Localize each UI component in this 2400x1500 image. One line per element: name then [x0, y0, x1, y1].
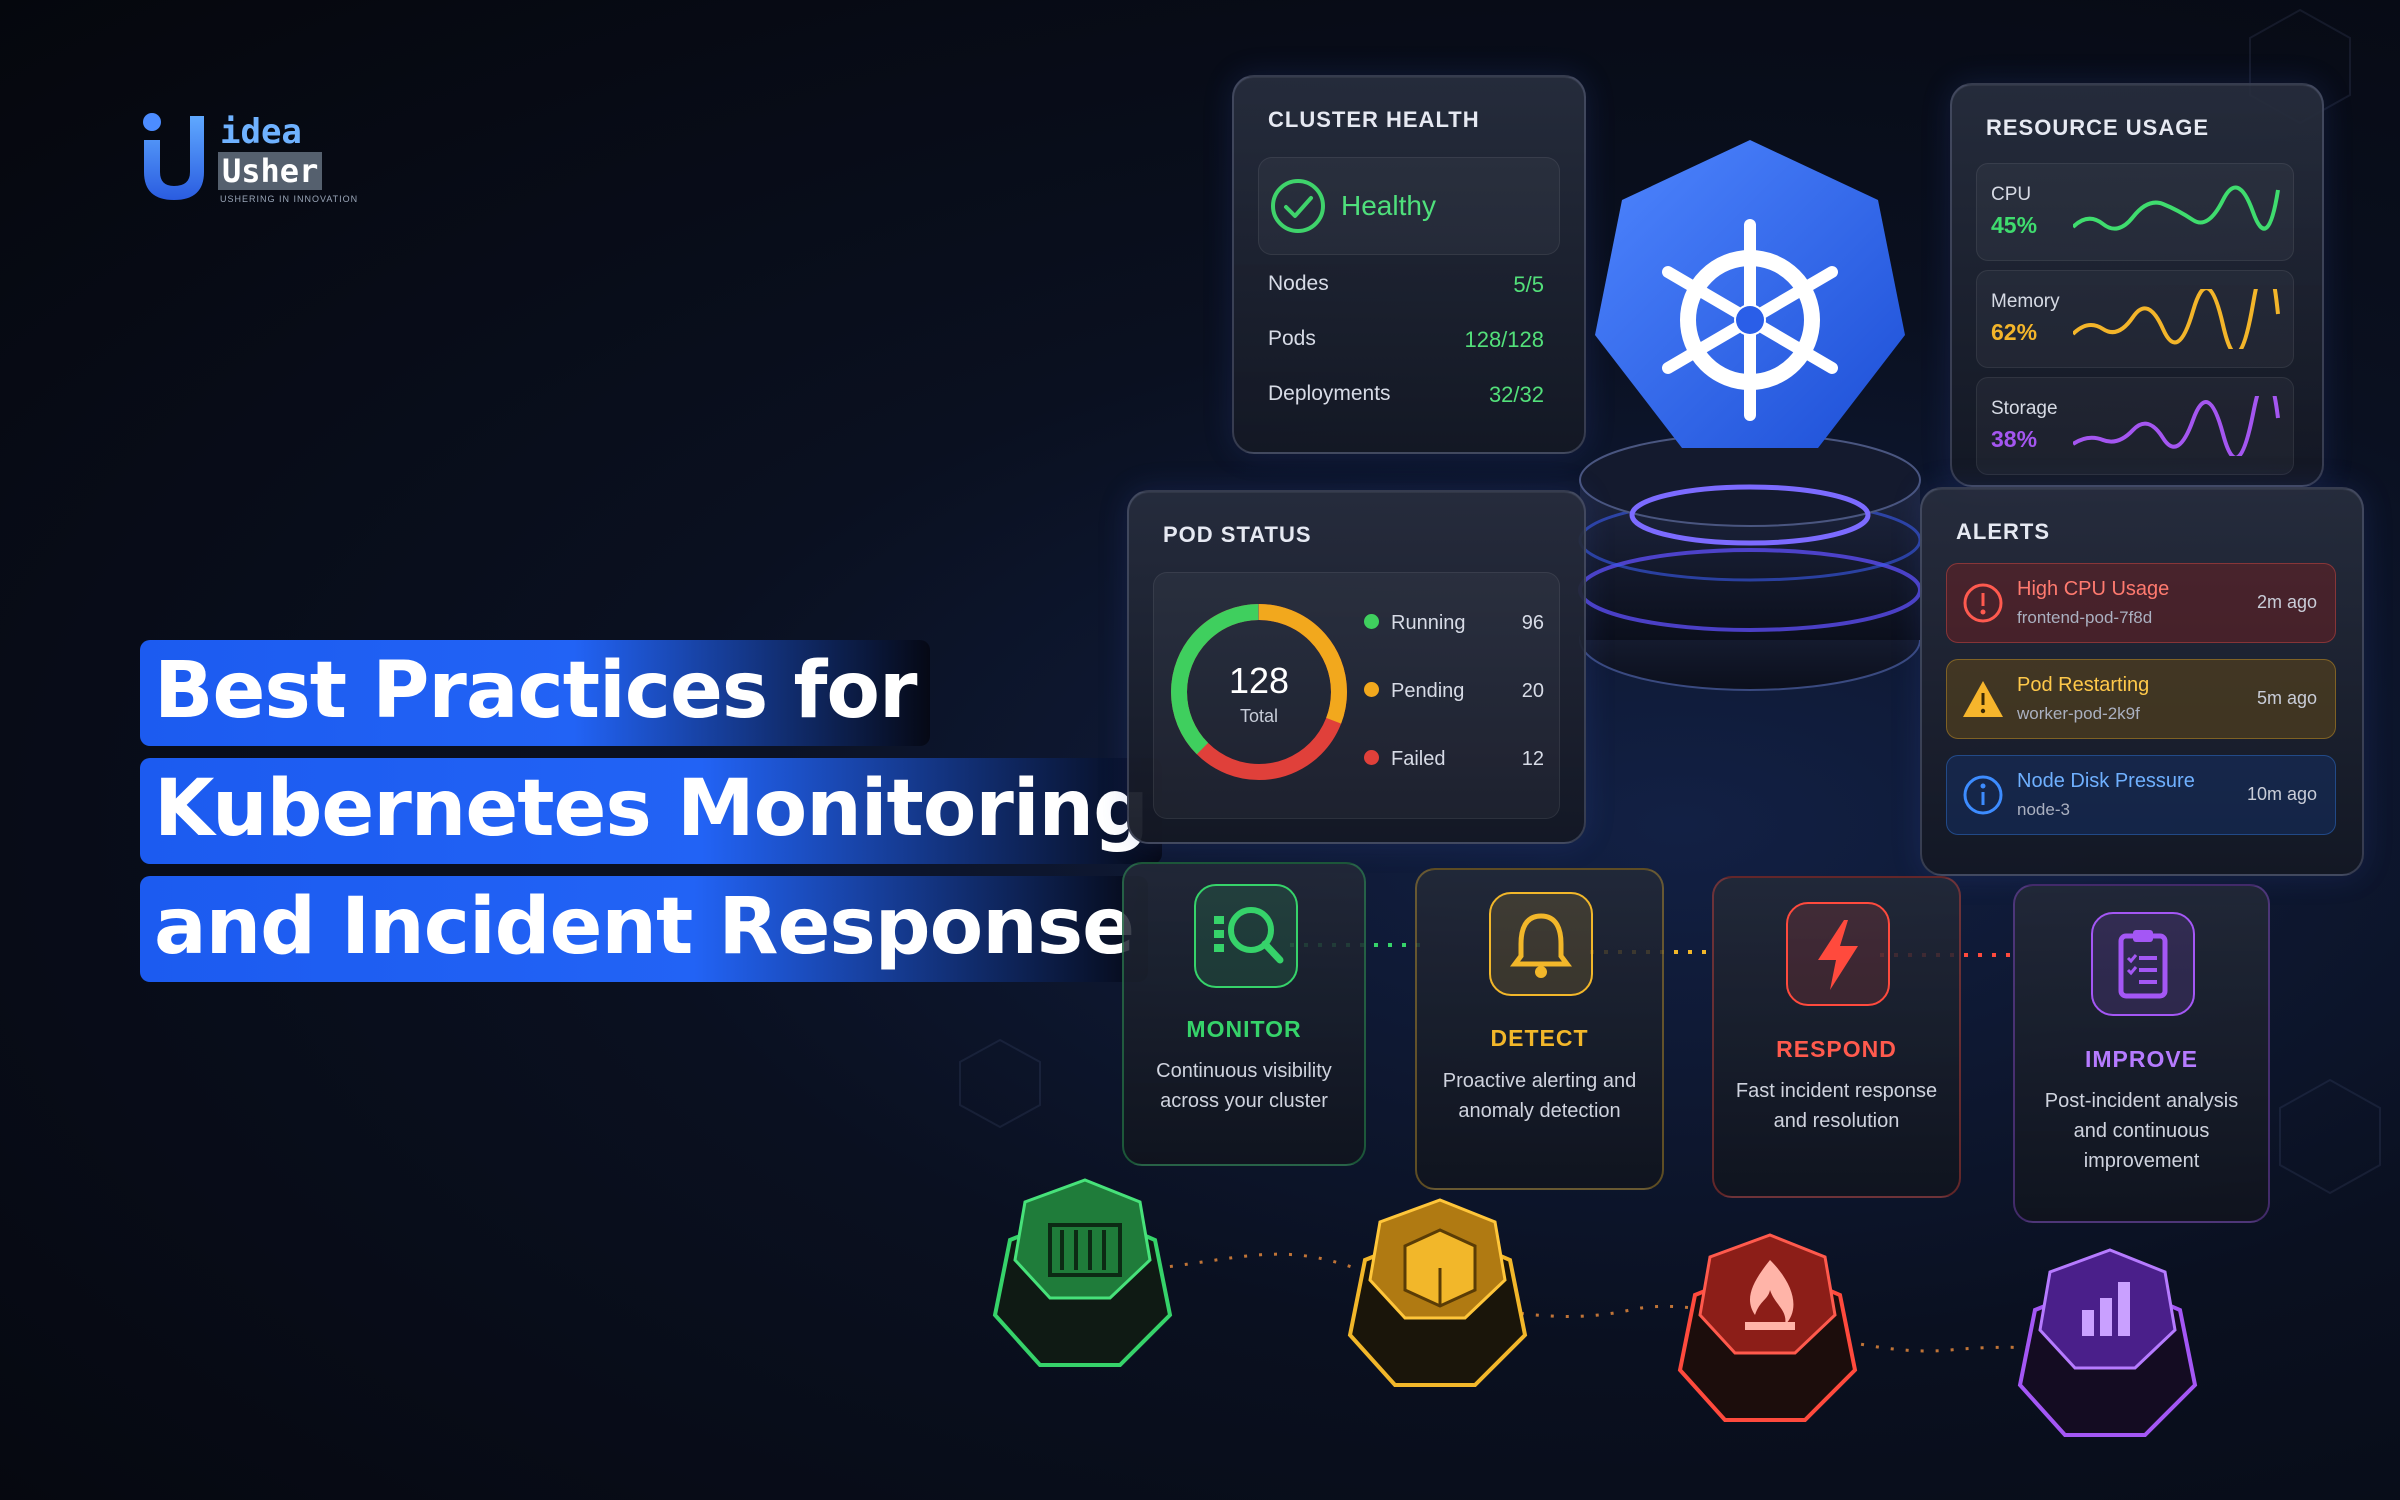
memory-sparkline: [2073, 289, 2280, 349]
pod-status-title: POD STATUS: [1163, 522, 1312, 547]
helm-wheel-icon: [1662, 219, 1838, 421]
alert-pod-restarting[interactable]: Pod Restarting worker-pod-2k9f 5m ago: [1946, 659, 2336, 739]
pod-donut-chart: [1171, 604, 1347, 780]
logo-text-top: idea: [220, 112, 302, 152]
alerts-title: ALERTS: [1956, 519, 2050, 544]
alert-high-cpu[interactable]: High CPU Usage frontend-pod-7f8d 2m ago: [1946, 563, 2336, 643]
headline-line-2: Kubernetes Monitoring: [140, 758, 1162, 864]
package-box-icon: [1347, 1198, 1528, 1387]
lightning-icon: [1786, 902, 1890, 1006]
logo-text-bottom: Usher: [218, 152, 323, 190]
resource-memory: Memory 62%: [1976, 270, 2294, 368]
alert-circle-icon: [1963, 583, 2003, 623]
kubernetes-pedestal: [1578, 140, 1922, 691]
bell-icon: [1489, 892, 1593, 996]
health-status-box: Healthy: [1258, 157, 1560, 255]
cpu-sparkline: [2073, 185, 2280, 231]
step-card-respond[interactable]: RESPOND Fast incident response and resol…: [1712, 876, 1961, 1198]
resource-cpu: CPU 45%: [1976, 163, 2294, 261]
failed-dot: [1364, 750, 1379, 765]
running-dot: [1364, 614, 1379, 629]
step-card-monitor[interactable]: MONITOR Continuous visibility across you…: [1122, 862, 1366, 1166]
bar-chart-icon: [2017, 1248, 2198, 1437]
bottom-hex-bases: [992, 1178, 2198, 1437]
headline-line-3: and Incident Response: [140, 876, 1149, 982]
brand-logo: idea Usher USHERING IN INNOVATION: [140, 110, 380, 210]
pending-dot: [1364, 682, 1379, 697]
flame-icon: [1677, 1233, 1858, 1422]
info-circle-icon: [1963, 775, 2003, 815]
health-status-text: Healthy: [1341, 190, 1436, 221]
logo-tagline: USHERING IN INNOVATION: [220, 194, 359, 204]
headline: Best Practices for Kubernetes Monitoring…: [140, 640, 1162, 982]
check-circle-icon: [1271, 179, 1325, 233]
storage-sparkline: [2073, 396, 2280, 456]
alerts-panel: ALERTS High CPU Usage frontend-pod-7f8d …: [1920, 487, 2364, 876]
pod-total-value: 128: [1228, 660, 1290, 701]
resource-usage-title: RESOURCE USAGE: [1986, 115, 2210, 140]
step-card-improve[interactable]: IMPROVE Post-incident analysis and conti…: [2013, 884, 2270, 1223]
logo-u-mark: [143, 113, 204, 200]
pod-total-label: Total: [1239, 706, 1279, 726]
alert-node-disk-pressure[interactable]: Node Disk Pressure node-3 10m ago: [1946, 755, 2336, 835]
clipboard-icon: [2091, 912, 2195, 1016]
warning-triangle-icon: [1963, 681, 2003, 717]
container-icon: [992, 1178, 1173, 1367]
magnifier-icon: [1194, 884, 1298, 988]
headline-line-1: Best Practices for: [140, 640, 931, 746]
cluster-health-title: CLUSTER HEALTH: [1268, 107, 1480, 132]
resource-usage-panel: RESOURCE USAGE CPU 45% Memory 62% Storag…: [1950, 83, 2324, 487]
step-card-detect[interactable]: DETECT Proactive alerting and anomaly de…: [1415, 868, 1664, 1190]
resource-storage: Storage 38%: [1976, 377, 2294, 475]
